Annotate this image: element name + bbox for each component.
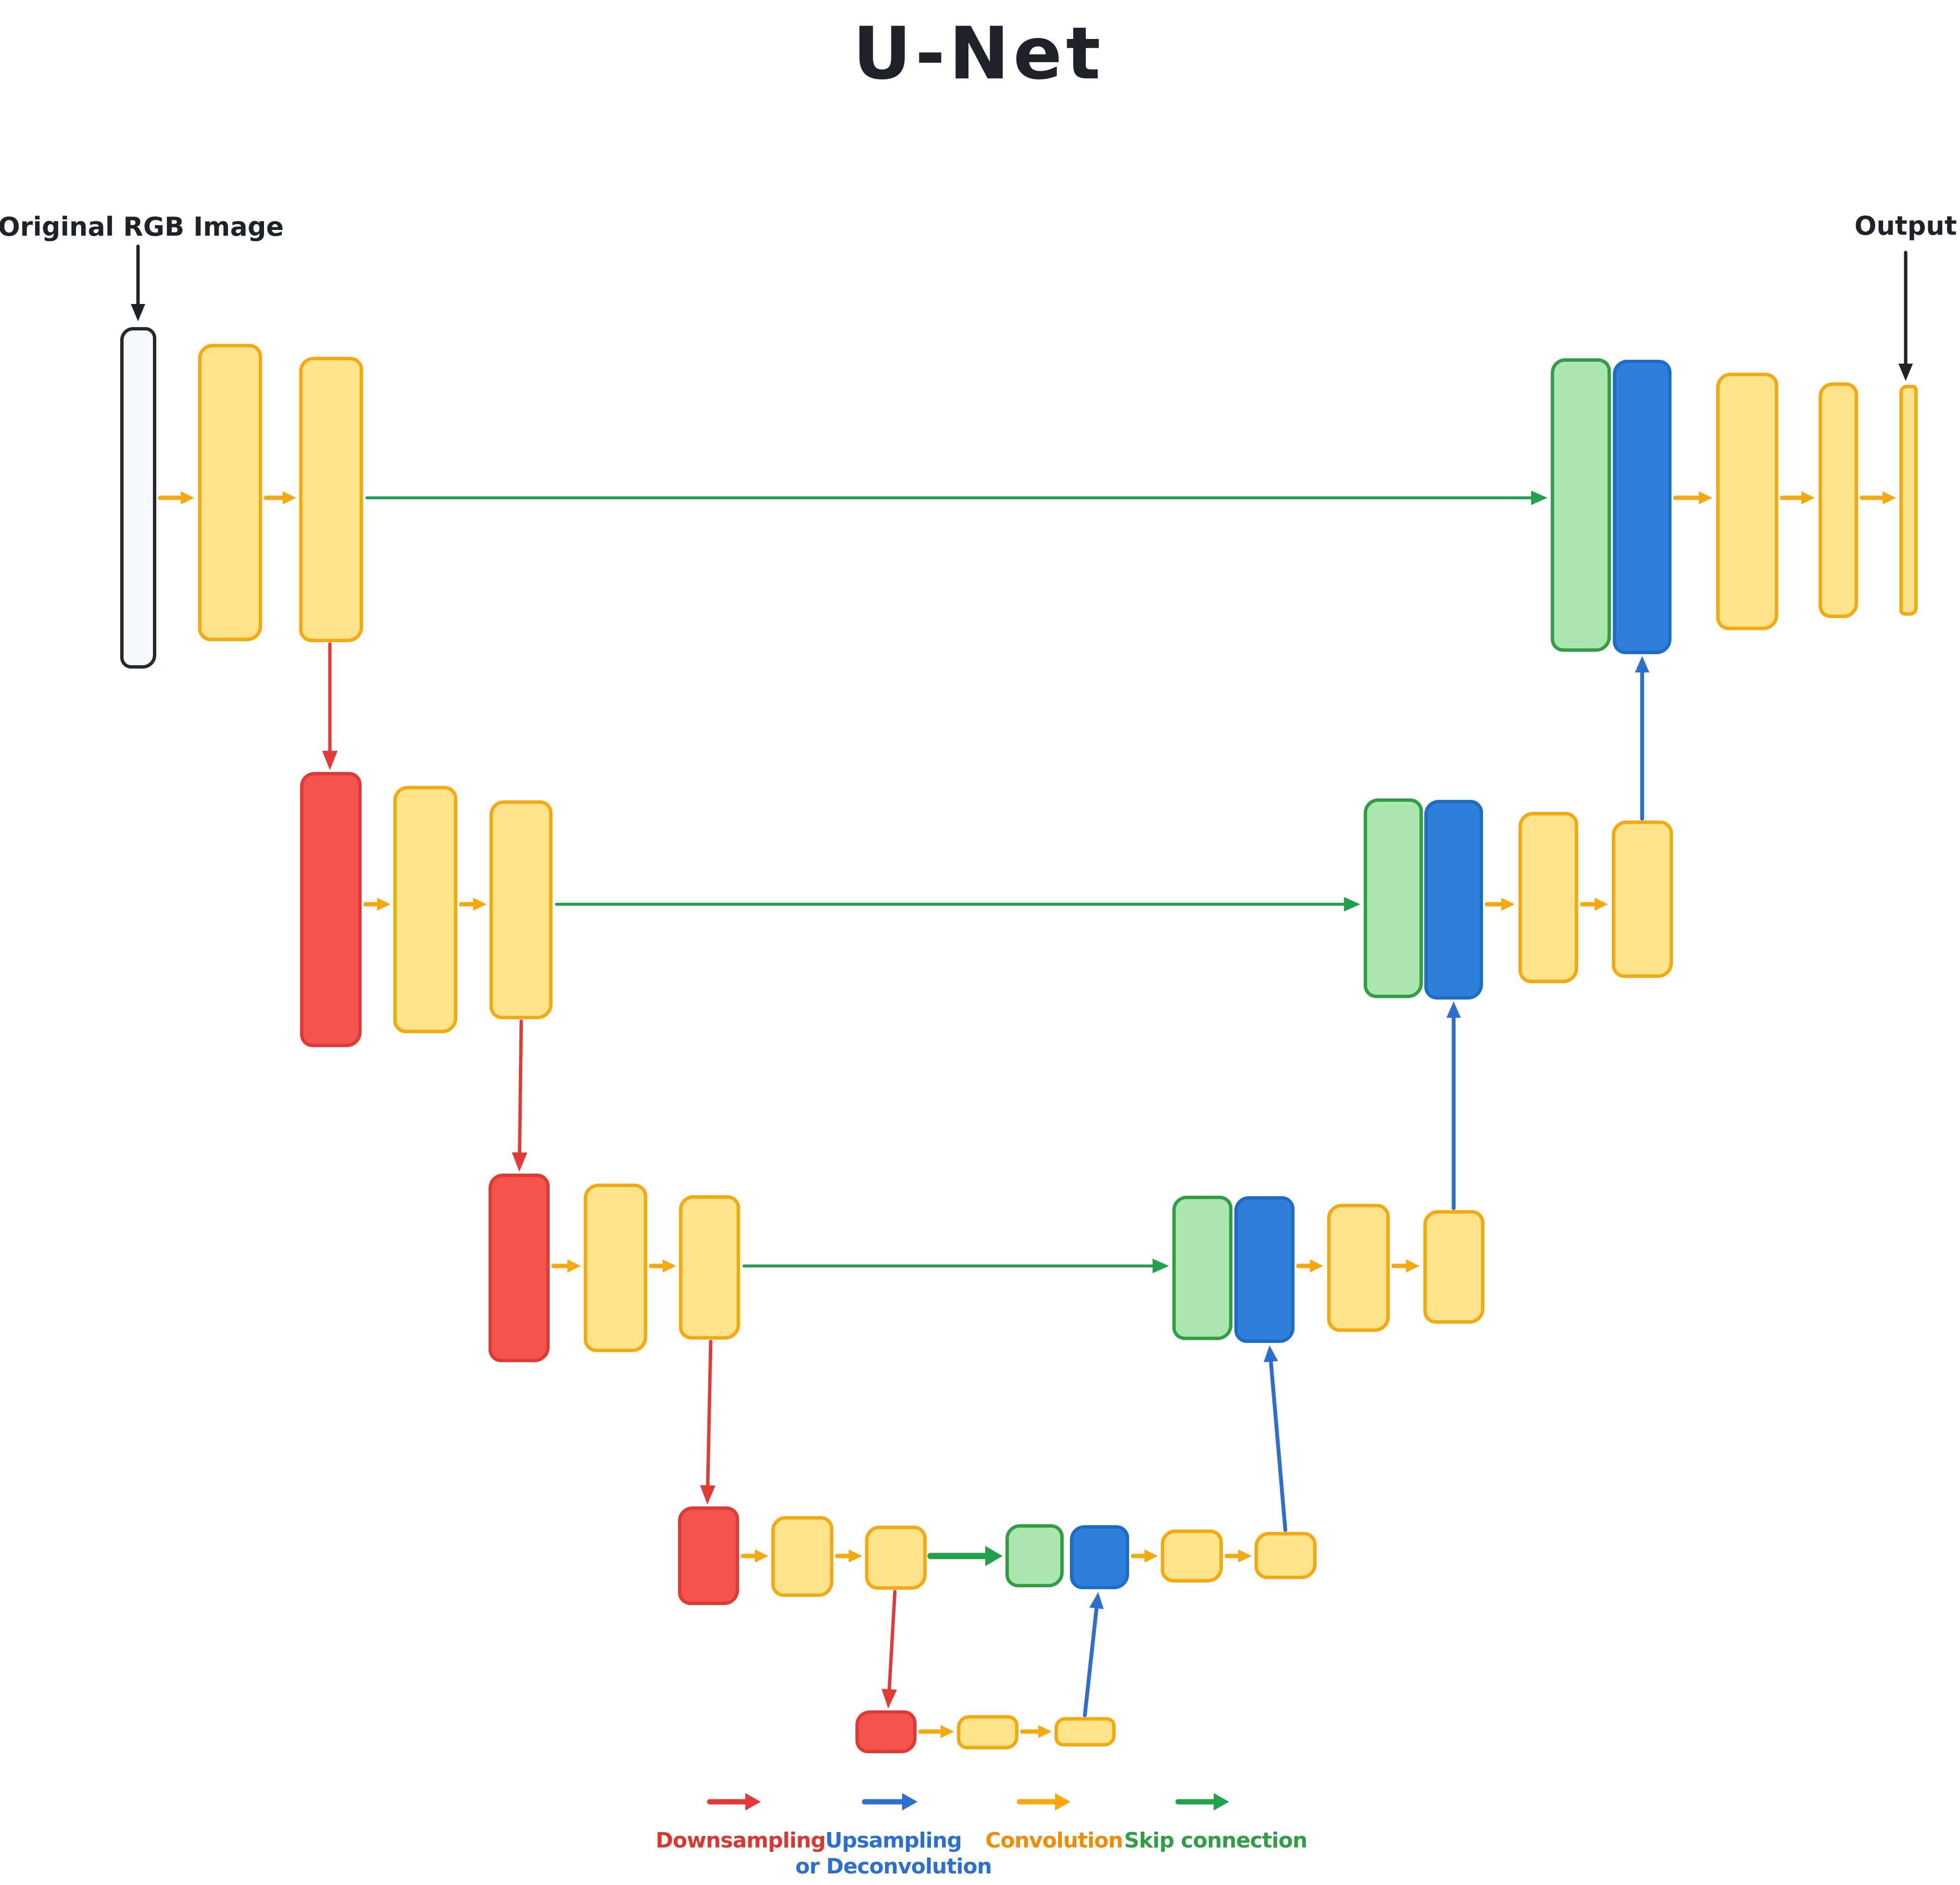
- skip-l4: [927, 1546, 1003, 1566]
- l3-enc-conv1: [584, 1184, 647, 1352]
- input-label: Original RGB Image: [0, 212, 284, 242]
- conv-l3-dec-1: [1296, 1259, 1323, 1273]
- conv-l1-enc-2: [264, 491, 296, 505]
- l1-dec-conv1: [1716, 373, 1778, 630]
- l5-conv1: [957, 1715, 1018, 1749]
- conv-l1-dec-3: [1859, 491, 1896, 505]
- conv-l5-2: [1020, 1725, 1052, 1738]
- conv-l4-enc-2: [835, 1549, 862, 1563]
- conv-l5-1: [918, 1725, 954, 1738]
- l3-pool: [489, 1174, 550, 1362]
- legend-label-downsampling-text: Downsampling: [655, 1828, 826, 1853]
- conv-l3-dec-2: [1391, 1259, 1420, 1273]
- up-l3-l2: [1446, 1001, 1461, 1210]
- l3-skip-concat: [1172, 1196, 1232, 1340]
- down-l2-l3: [512, 1019, 528, 1172]
- legend-label-skip-connection-text: Skip connection: [1124, 1828, 1307, 1853]
- l3-upsample: [1234, 1196, 1294, 1343]
- legend-upsampling-arrow: [862, 1793, 917, 1810]
- l1-output: [1899, 385, 1918, 616]
- l2-skip-concat: [1364, 798, 1423, 998]
- skip-l3: [742, 1259, 1169, 1273]
- down-l3-l4: [700, 1340, 716, 1505]
- legend-label-upsampling-line1: Upsampling: [825, 1828, 962, 1853]
- l1-upsample: [1613, 360, 1671, 654]
- conv-l4-dec-1: [1131, 1549, 1158, 1563]
- up-l2-l1: [1635, 656, 1649, 821]
- conv-l1-dec-2: [1780, 491, 1815, 505]
- legend-convolution-arrow: [1017, 1793, 1070, 1810]
- l2-enc-conv1: [393, 786, 457, 1033]
- l3-enc-conv2: [679, 1195, 740, 1340]
- l3-dec-conv1: [1327, 1204, 1390, 1332]
- skip-l2: [555, 897, 1360, 911]
- conv-l2-enc-1: [363, 898, 390, 911]
- l4-dec-conv1: [1161, 1530, 1223, 1582]
- l1-skip-concat: [1551, 358, 1611, 652]
- l4-dec-conv2: [1255, 1532, 1317, 1579]
- conv-l3-enc-2: [649, 1259, 676, 1273]
- conv-l4-enc-1: [741, 1549, 768, 1563]
- l2-pool: [300, 772, 362, 1047]
- legend-skip-arrow: [1175, 1793, 1229, 1810]
- l2-dec-conv1: [1519, 812, 1578, 983]
- output-note-arrow: [1898, 251, 1913, 381]
- up-l5-l4: [1083, 1592, 1104, 1717]
- input-note-arrow: [131, 244, 145, 321]
- output-label: Output: [1854, 211, 1957, 241]
- legend-label-downsampling: Downsampling: [656, 1828, 826, 1854]
- conv-l1-dec-1: [1673, 491, 1712, 505]
- legend-label-upsampling: Upsampling or Deconvolution: [795, 1828, 992, 1880]
- l2-enc-conv2: [490, 800, 553, 1019]
- conv-l1-enc-1: [158, 491, 194, 505]
- l4-skip-concat: [1005, 1524, 1064, 1587]
- down-l1-l2: [322, 642, 338, 770]
- l1-enc-conv2: [299, 357, 363, 642]
- conv-l2-dec-2: [1580, 898, 1608, 911]
- conv-l3-enc-1: [551, 1259, 581, 1273]
- legend-label-skip-connection: Skip connection: [1124, 1828, 1307, 1854]
- legend-label-upsampling-line2: or Deconvolution: [795, 1854, 992, 1879]
- conv-l2-enc-2: [459, 898, 487, 911]
- legend-downsampling-arrow: [707, 1793, 761, 1810]
- conv-l2-dec-1: [1484, 898, 1515, 911]
- skip-l1: [365, 491, 1547, 505]
- l1-input: [120, 327, 156, 669]
- l1-enc-conv1: [198, 344, 262, 641]
- l3-dec-conv2: [1423, 1210, 1484, 1324]
- legend-label-convolution: Convolution: [985, 1828, 1123, 1854]
- up-l4-l3: [1263, 1345, 1287, 1532]
- l4-enc-conv2: [865, 1526, 927, 1590]
- l4-enc-conv1: [771, 1516, 833, 1597]
- l5-pool: [855, 1710, 917, 1753]
- legend-label-convolution-text: Convolution: [985, 1828, 1123, 1853]
- l2-dec-conv2: [1612, 821, 1673, 978]
- diagram-title: U-Net: [853, 12, 1105, 96]
- conv-l4-dec-2: [1224, 1549, 1252, 1563]
- l5-conv2: [1055, 1717, 1116, 1746]
- l1-dec-conv2: [1819, 382, 1858, 618]
- down-l4-l5: [881, 1590, 897, 1708]
- l4-upsample: [1070, 1525, 1129, 1589]
- l2-upsample: [1424, 800, 1483, 999]
- l4-pool: [678, 1506, 739, 1605]
